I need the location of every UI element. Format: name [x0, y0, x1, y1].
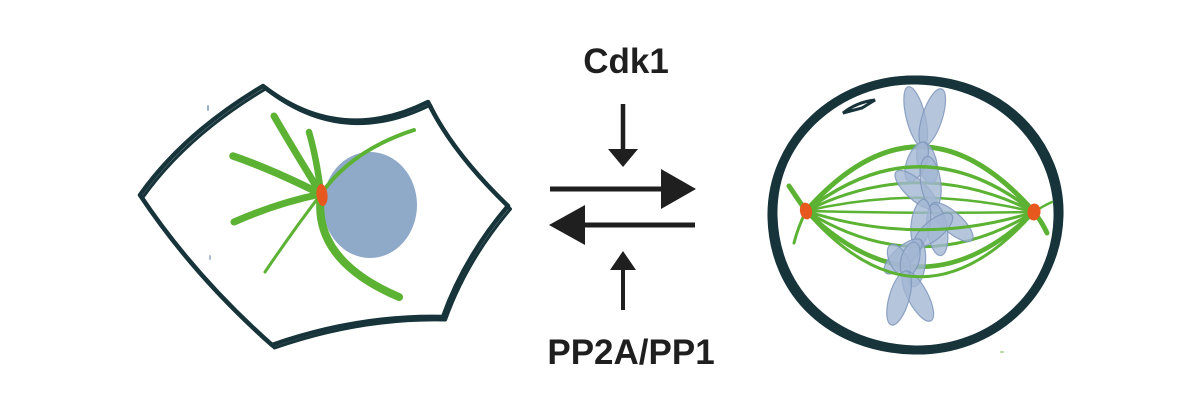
mitotic-spindle-cell-icon: [767, 75, 1064, 355]
forward-arrowhead: [661, 169, 696, 209]
interphase-microtubules: [229, 112, 416, 301]
reaction-arrows: Cdk1 PP2A/PP1: [547, 42, 714, 372]
pp2a-pp1-up-arrowhead: [610, 251, 636, 270]
spindle-fiber: [804, 209, 1036, 279]
speck: [1000, 351, 1004, 353]
membrane-stroke-overlap-notch: [842, 98, 876, 115]
spindle-fibers-over: [804, 165, 1036, 279]
cdk1-down-arrow: [608, 104, 638, 167]
interphase-cell-icon: [137, 83, 512, 350]
reverse-reaction-arrow: [549, 205, 695, 245]
microtubule: [270, 112, 325, 198]
phosphatase-label: PP2A/PP1: [547, 333, 714, 372]
cdk1-down-arrowhead: [608, 149, 638, 167]
spindle-pole-left-icon: [799, 202, 813, 220]
interphase-cell-membrane-accent: [141, 87, 512, 350]
speck: [207, 105, 209, 111]
microtubule: [316, 190, 403, 301]
nucleus: [323, 152, 417, 258]
condensed-chromosomes: [883, 86, 974, 326]
spindle-fiber: [804, 209, 1036, 232]
kinase-label: Cdk1: [583, 42, 669, 81]
reverse-arrowhead: [549, 205, 585, 245]
mitotic-cell-membrane-accent: [772, 75, 1064, 351]
spindle-fiber: [804, 165, 1036, 214]
microtubule: [263, 192, 323, 274]
centrosome-icon: [316, 184, 328, 206]
microtubule: [229, 152, 325, 198]
pp2a-pp1-up-arrow: [610, 251, 636, 310]
microtubule: [319, 128, 416, 196]
microtubule: [230, 190, 325, 226]
chromosome: [886, 241, 935, 326]
speck: [209, 255, 211, 260]
spindle-pole-right-icon: [1027, 203, 1041, 221]
forward-reaction-arrow: [550, 169, 696, 209]
